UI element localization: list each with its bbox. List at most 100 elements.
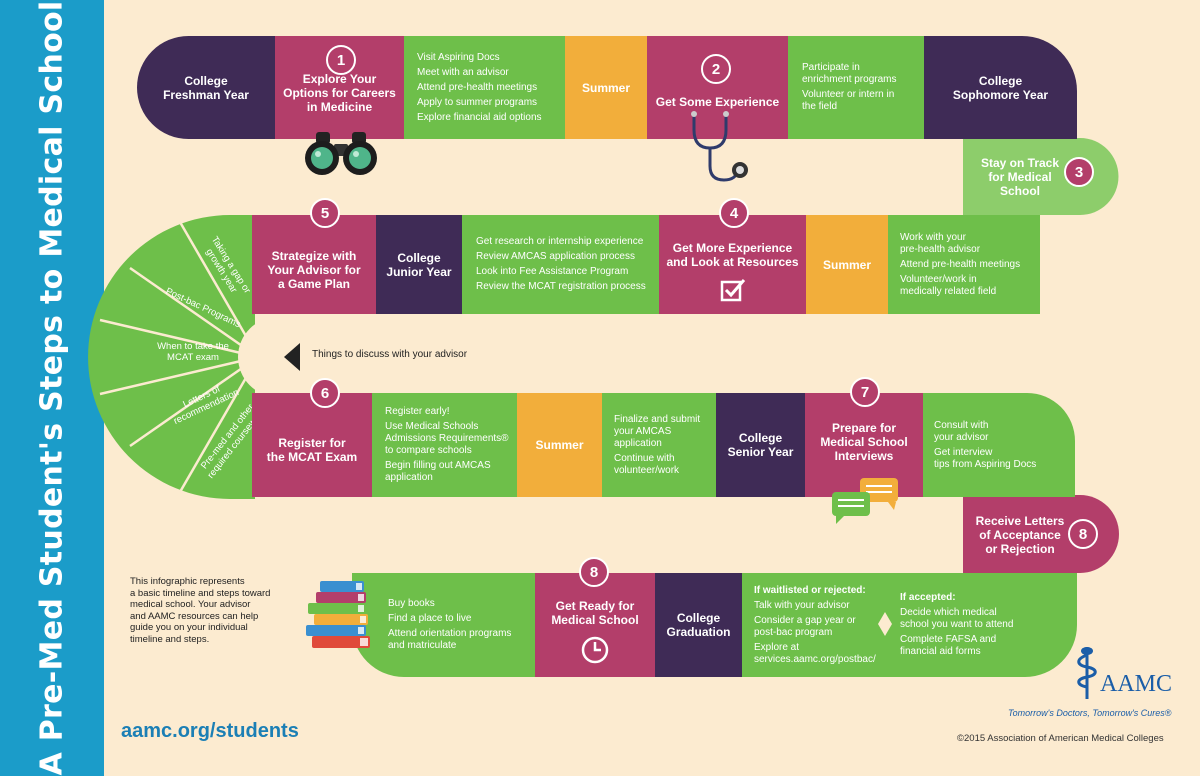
- step4-label: Get More Experience and Look at Resource…: [666, 241, 799, 269]
- list-item: Review the MCAT registration process: [476, 281, 646, 292]
- advisor-topic-mcat-timing: When to take the MCAT exam: [157, 341, 229, 363]
- summer-3: Summer: [517, 393, 602, 497]
- caduceus-icon: [1077, 647, 1097, 699]
- aamc-logo: AAMC: [1050, 645, 1180, 705]
- step4-more-experience: Get More Experience and Look at Resource…: [659, 215, 806, 314]
- list-item: Decide which medical school you want to …: [900, 607, 1014, 630]
- sophomore-summer-tasks: Work with your pre-health advisor Attend…: [888, 215, 1040, 314]
- step-badge-6: 6: [310, 378, 340, 408]
- stage-junior-year: College Junior Year: [376, 215, 462, 314]
- freshman-label: College Freshman Year: [163, 73, 249, 102]
- senior-label: College Senior Year: [727, 431, 794, 459]
- step1-explore-options: Explore Your Options for Careers in Medi…: [275, 36, 404, 139]
- list-item: Review AMCAS application process: [476, 251, 635, 262]
- list-item: Finalize and submit your AMCAS applicati…: [614, 413, 701, 449]
- checkbox-icon: [720, 279, 745, 302]
- step-badge-7: 7: [850, 377, 880, 407]
- step1-label: Explore Your Options for Careers in Medi…: [283, 71, 396, 114]
- aamc-wordmark: AAMC: [1100, 671, 1173, 697]
- list-item: Attend pre-health meetings: [417, 81, 538, 93]
- list-item: Look into Fee Assistance Program: [476, 266, 629, 277]
- step6-task-list: Register early! Use Medical Schools Admi…: [385, 403, 517, 487]
- list-item: Use Medical Schools Admissions Requireme…: [385, 421, 509, 456]
- step2-get-experience: Get Some Experience: [647, 36, 788, 139]
- amcas-tasks: Finalize and submit your AMCAS applicati…: [602, 393, 716, 497]
- list-item: Attend pre-health meetings: [900, 258, 1021, 270]
- list-item: Get research or internship experience: [476, 236, 644, 247]
- step5-strategize: Strategize with Your Advisor for a Game …: [252, 215, 376, 314]
- step-badge-3: 3: [1064, 157, 1094, 187]
- list-item: Find a place to live: [388, 613, 472, 624]
- list-item: Participate in enrichment programs: [802, 62, 897, 85]
- step8-ready-label: Get Ready for Medical School: [551, 599, 639, 627]
- step3-label: Stay on Track for Medical School: [980, 156, 1060, 198]
- sophomore-label: College Sophomore Year: [952, 73, 1049, 102]
- step6-label: Register for the MCAT Exam: [266, 436, 358, 464]
- step5-label: Strategize with Your Advisor for a Game …: [267, 248, 361, 291]
- list-item: Apply to summer programs: [417, 96, 538, 108]
- step-badge-8b: 8: [579, 557, 609, 587]
- stage-sophomore-year: College Sophomore Year: [924, 36, 1077, 139]
- accepted-heading: If accepted:: [900, 592, 956, 603]
- list-item: Volunteer/work in medically related fiel…: [900, 273, 997, 297]
- accepted-box: If accepted: Decide which medical school…: [885, 573, 1077, 677]
- list-item: Work with your pre-health advisor: [900, 231, 981, 255]
- step8-get-ready: Get Ready for Medical School: [535, 573, 655, 677]
- binoculars-icon: [305, 132, 377, 175]
- title-sidebar: A Pre-Med Student's Steps to Medical Sch…: [0, 0, 104, 776]
- list-item: Consult with your advisor: [934, 419, 989, 443]
- intro-text: This infographic represents a basic time…: [130, 576, 271, 645]
- summer-1: Summer: [565, 36, 647, 139]
- advisor-arc: [88, 215, 255, 499]
- list-item: Talk with your advisor: [754, 599, 850, 611]
- accepted-list: If accepted: Decide which medical school…: [900, 589, 1077, 661]
- list-item: Visit Aspiring Docs: [417, 51, 500, 63]
- list-item: Volunteer or intern in the field: [802, 89, 895, 112]
- junior-label: College Junior Year: [386, 250, 452, 279]
- junior-task-list: Get research or internship experience Re…: [476, 233, 659, 296]
- graduation-label: College Graduation: [666, 611, 731, 639]
- amcas-task-list: Finalize and submit your AMCAS applicati…: [614, 411, 716, 480]
- step-badge-4: 4: [719, 198, 749, 228]
- step-badge-8a: 8: [1068, 519, 1098, 549]
- step8-acceptance: Receive Letters of Acceptance or Rejecti…: [963, 497, 1077, 573]
- step1-task-list: Visit Aspiring Docs Meet with an advisor…: [417, 49, 565, 127]
- list-item: Meet with an advisor: [417, 66, 509, 78]
- step7-tasks: Consult with your advisor Get interview …: [923, 393, 1075, 497]
- step3-stay-on-track: Stay on Track for Medical School: [963, 139, 1077, 215]
- summer-label: Summer: [822, 257, 872, 272]
- list-item: Explore financial aid options: [417, 111, 542, 123]
- waitlist-heading: If waitlisted or rejected:: [754, 584, 866, 596]
- step2-task-list: Participate in enrichment programs Volun…: [802, 59, 924, 116]
- step1-tasks: Visit Aspiring Docs Meet with an advisor…: [404, 36, 565, 139]
- chat-bubbles-icon: [832, 478, 898, 524]
- step6-tasks: Register early! Use Medical Schools Admi…: [372, 393, 517, 497]
- step2-label: Get Some Experience: [655, 94, 780, 109]
- students-url[interactable]: aamc.org/students: [121, 720, 299, 742]
- list-item: Attend orientation programs and matricul…: [388, 628, 512, 651]
- summer-label: Summer: [535, 438, 584, 452]
- aamc-tagline: Tomorrow's Doctors, Tomorrow's Cures®: [1008, 708, 1172, 718]
- stage-freshman-year: College Freshman Year: [137, 36, 275, 139]
- step-badge-2: 2: [701, 54, 731, 84]
- waitlist-list: If waitlisted or rejected: Talk with you…: [754, 582, 885, 669]
- matriculation-tasks: Buy books Find a place to live Attend or…: [352, 573, 535, 677]
- list-item: Complete FAFSA and financial aid forms: [900, 634, 997, 657]
- list-item: Buy books: [388, 598, 435, 609]
- step-badge-5: 5: [310, 198, 340, 228]
- clock-icon: [581, 636, 609, 664]
- list-item: Continue with volunteer/work: [614, 452, 680, 476]
- advisor-arrow-icon: [284, 343, 300, 371]
- list-item: Get interview tips from Aspiring Docs: [934, 446, 1037, 470]
- list-item: Consider a gap year or post-bac program: [754, 614, 856, 638]
- junior-tasks: Get research or internship experience Re…: [462, 215, 659, 314]
- stethoscope-icon: [691, 111, 748, 182]
- sophomore-task-list: Work with your pre-health advisor Attend…: [900, 229, 1040, 301]
- list-item: Begin filling out AMCAS application: [385, 460, 491, 483]
- advisor-hole: [238, 317, 318, 397]
- list-item: Explore at services.aamc.org/postbac/: [754, 641, 876, 665]
- arc-dividers: [99, 221, 260, 493]
- books-stack-icon: [306, 581, 370, 648]
- list-item: Register early!: [385, 406, 450, 417]
